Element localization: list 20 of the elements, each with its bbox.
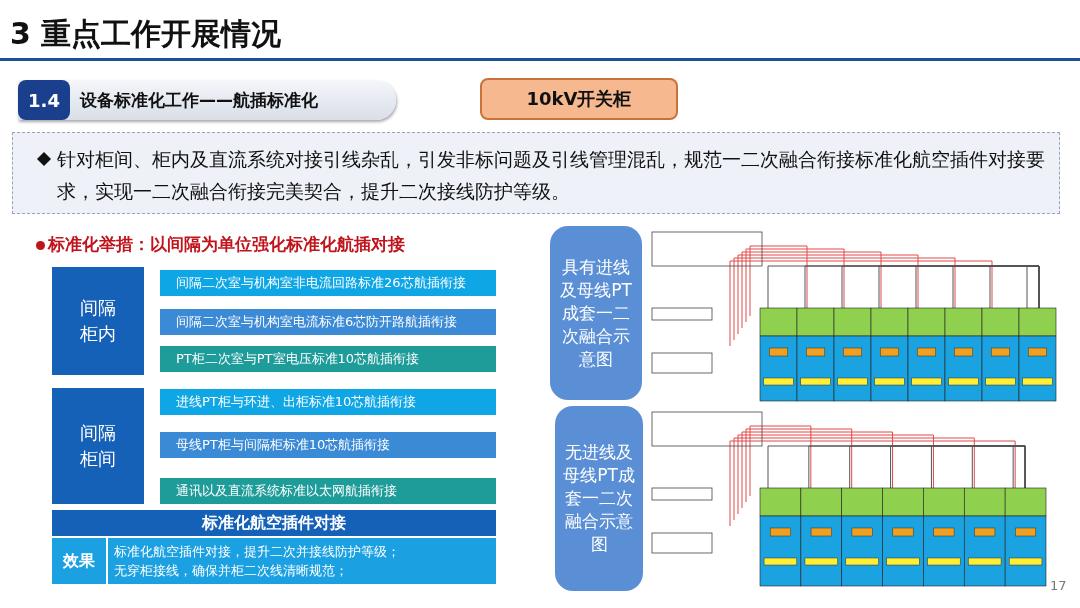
group-label: 间隔柜间 — [52, 388, 144, 504]
caption-box: 无进线及母线PT成套一二次融合示意图 — [555, 406, 643, 591]
item-bar: 间隔二次室与机构室电流标准6芯防开路航插衔接 — [160, 309, 496, 335]
section-number: 1.4 — [18, 80, 70, 120]
bullet-heading: 标准化举措：以间隔为单位强化标准化航插对接 — [48, 233, 405, 256]
row-header: 效果 — [52, 538, 108, 584]
caption-box: 具有进线及母线PT成套一二次融合示意图 — [550, 226, 642, 400]
item-bar: 通讯以及直流系统标准以太网航插衔接 — [160, 478, 496, 504]
slide-title: 3 重点工作开展情况 — [10, 15, 282, 53]
item-bar: 间隔二次室与机构室非电流回路标准26芯航插衔接 — [160, 270, 496, 296]
group-label: 间隔柜内 — [52, 267, 144, 375]
page-number: 17 — [1050, 578, 1067, 593]
banner: 标准化航空插件对接 — [52, 510, 496, 536]
topic-label: 10kV开关柜 — [480, 78, 678, 120]
section-heading: 设备标准化工作——航插标准化 — [80, 89, 318, 112]
effect-text: 标准化航空插件对接，提升二次并接线防护等级； 无穿柜接线，确保并柜二次线清晰规范； — [108, 538, 496, 584]
intro-text: 针对柜间、柜内及直流系统对接引线杂乱，引发非标问题及引线管理混乱，规范一二次融合衔接标准化航空插件对接要求，实现一二次融合衔接完美契合，提升二次接线防护等级。 — [12, 132, 1060, 214]
item-bar: 进线PT柜与环进、出柜标准10芯航插衔接 — [160, 389, 496, 415]
item-bar: PT柜二次室与PT室电压标准10芯航插衔接 — [160, 346, 496, 372]
item-bar: 母线PT柜与间隔柜标准10芯航插衔接 — [160, 432, 496, 458]
